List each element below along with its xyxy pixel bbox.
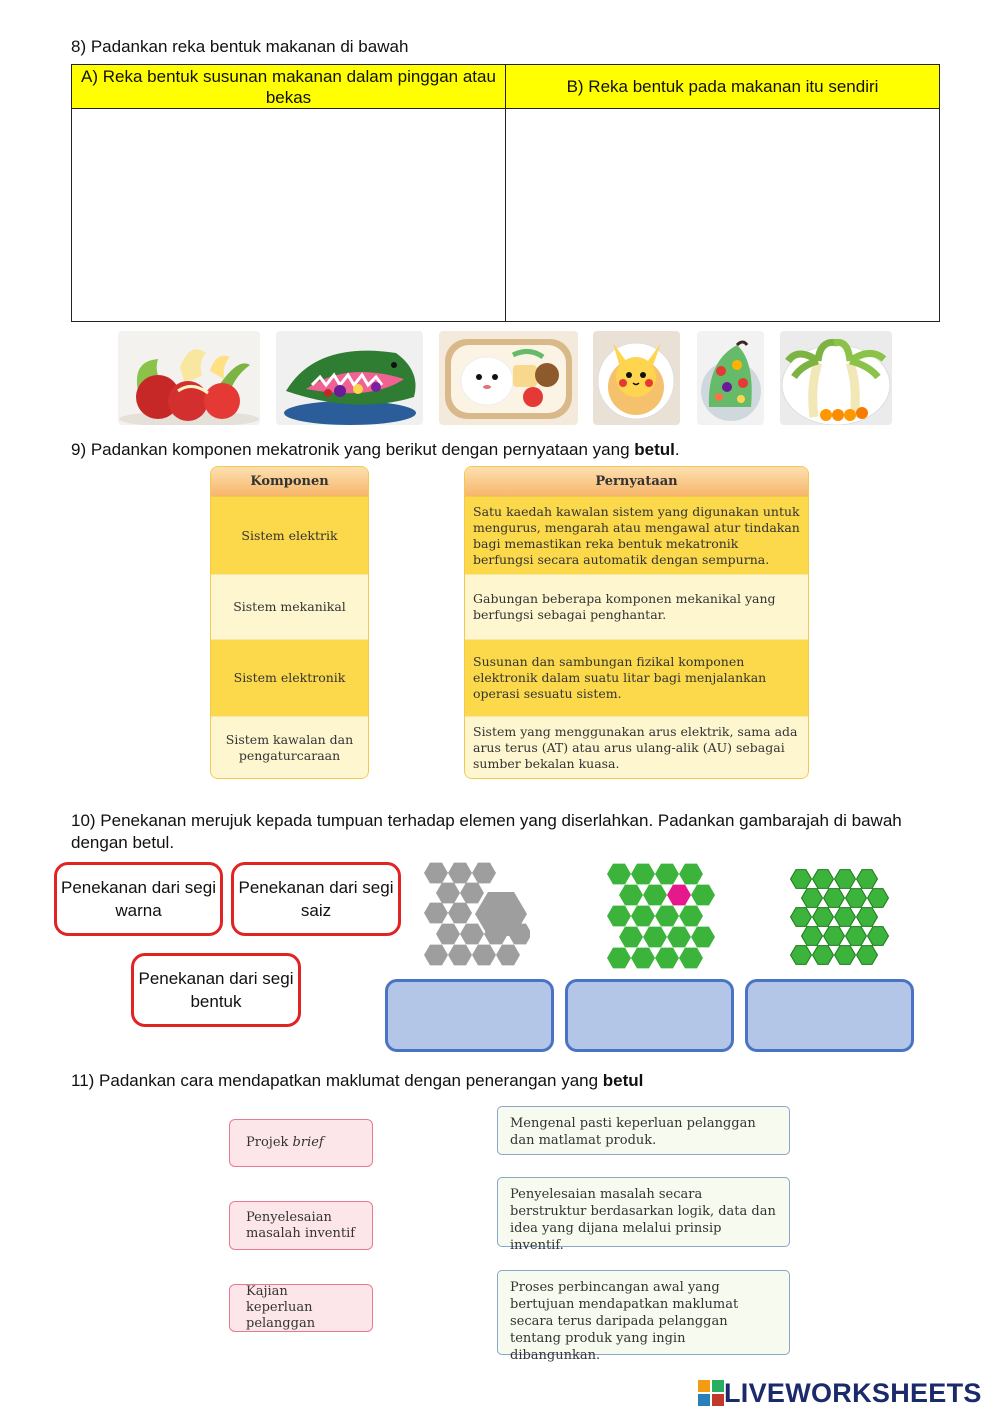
q9-pernyataan-table: Pernyataan Satu kaedah kawalan sistem ya… <box>464 466 809 779</box>
q10-option-bentuk[interactable]: Penekanan dari segi bentuk <box>131 953 301 1027</box>
q9-pernyataan-item[interactable]: Sistem yang menggunakan arus elektrik, s… <box>465 717 808 778</box>
q11-cara-label: Projek brief <box>246 1135 324 1150</box>
q10-diagram-color-emphasis <box>607 863 715 969</box>
q8-table: A) Reka bentuk susunan makanan dalam pin… <box>71 64 940 322</box>
pikachu-plate-image[interactable] <box>593 331 680 425</box>
q9-title: 9) Padankan komponen mekatronik yang ber… <box>71 440 680 459</box>
q9-komponen-table: Komponen Sistem elektrik Sistem mekanika… <box>210 466 369 779</box>
q11-cara-item[interactable]: Kajian keperluan pelanggan <box>229 1284 373 1332</box>
q10-title: 10) Penekanan merujuk kepada tumpuan ter… <box>71 811 902 852</box>
q8-header-a: A) Reka bentuk susunan makanan dalam pin… <box>72 65 506 109</box>
apple-swan-image[interactable] <box>118 331 260 425</box>
q9-pernyataan-item[interactable]: Gabungan beberapa komponen mekanikal yan… <box>465 575 808 640</box>
watermelon-shark-image[interactable] <box>276 331 423 425</box>
q9-komponen-item[interactable]: Sistem elektronik <box>211 640 368 717</box>
q10-option-saiz[interactable]: Penekanan dari segi saiz <box>231 862 401 936</box>
q10-drop-box-2[interactable] <box>565 979 734 1052</box>
q10-drop-box-1[interactable] <box>385 979 554 1052</box>
q11-title: 11) Padankan cara mendapatkan maklumat d… <box>71 1071 644 1090</box>
liveworksheets-logo-icon <box>698 1380 724 1406</box>
q11-penerangan-item[interactable]: Proses perbincangan awal yang bertujuan … <box>497 1270 790 1363</box>
fruit-peacock-image[interactable] <box>697 331 764 425</box>
q10-diagram-size-emphasis <box>424 862 530 966</box>
q9-komponen-item[interactable]: Sistem kawalan dan pengaturcaraan <box>211 717 368 778</box>
q11-penerangan-item[interactable]: Mengenal pasti keperluan pelanggan dan m… <box>497 1106 790 1155</box>
q10-diagram-shape-emphasis <box>790 869 889 965</box>
bento-box-image[interactable] <box>439 331 578 425</box>
q11-cara-item[interactable]: Penyelesaian masalah inventif <box>229 1201 373 1250</box>
q9-komponen-item[interactable]: Sistem elektrik <box>211 497 368 575</box>
liveworksheets-logo-text: LIVEWORKSHEETS <box>724 1377 982 1408</box>
q9-pernyataan-item[interactable]: Satu kaedah kawalan sistem yang digunaka… <box>465 497 808 575</box>
liveworksheets-logo: LIVEWORKSHEETS <box>698 1378 982 1408</box>
q8-header-b: B) Reka bentuk pada makanan itu sendiri <box>506 65 939 109</box>
q11-cara-item[interactable]: Projek brief <box>229 1119 373 1167</box>
q9-komponen-header: Komponen <box>211 467 368 497</box>
q11-penerangan-item[interactable]: Penyelesaian masalah secara berstruktur … <box>497 1177 790 1253</box>
q8-title: 8) Padankan reka bentuk makanan di bawah <box>71 37 409 56</box>
q8-drop-zone-a[interactable] <box>72 109 506 321</box>
banana-palm-image[interactable] <box>780 331 892 425</box>
q10-option-warna[interactable]: Penekanan dari segi warna <box>54 862 223 936</box>
q10-drop-box-3[interactable] <box>745 979 914 1052</box>
q9-pernyataan-item[interactable]: Susunan dan sambungan fizikal komponen e… <box>465 640 808 717</box>
q8-drop-zone-b[interactable] <box>506 109 939 321</box>
q9-pernyataan-header: Pernyataan <box>465 467 808 497</box>
q9-komponen-item[interactable]: Sistem mekanikal <box>211 575 368 640</box>
